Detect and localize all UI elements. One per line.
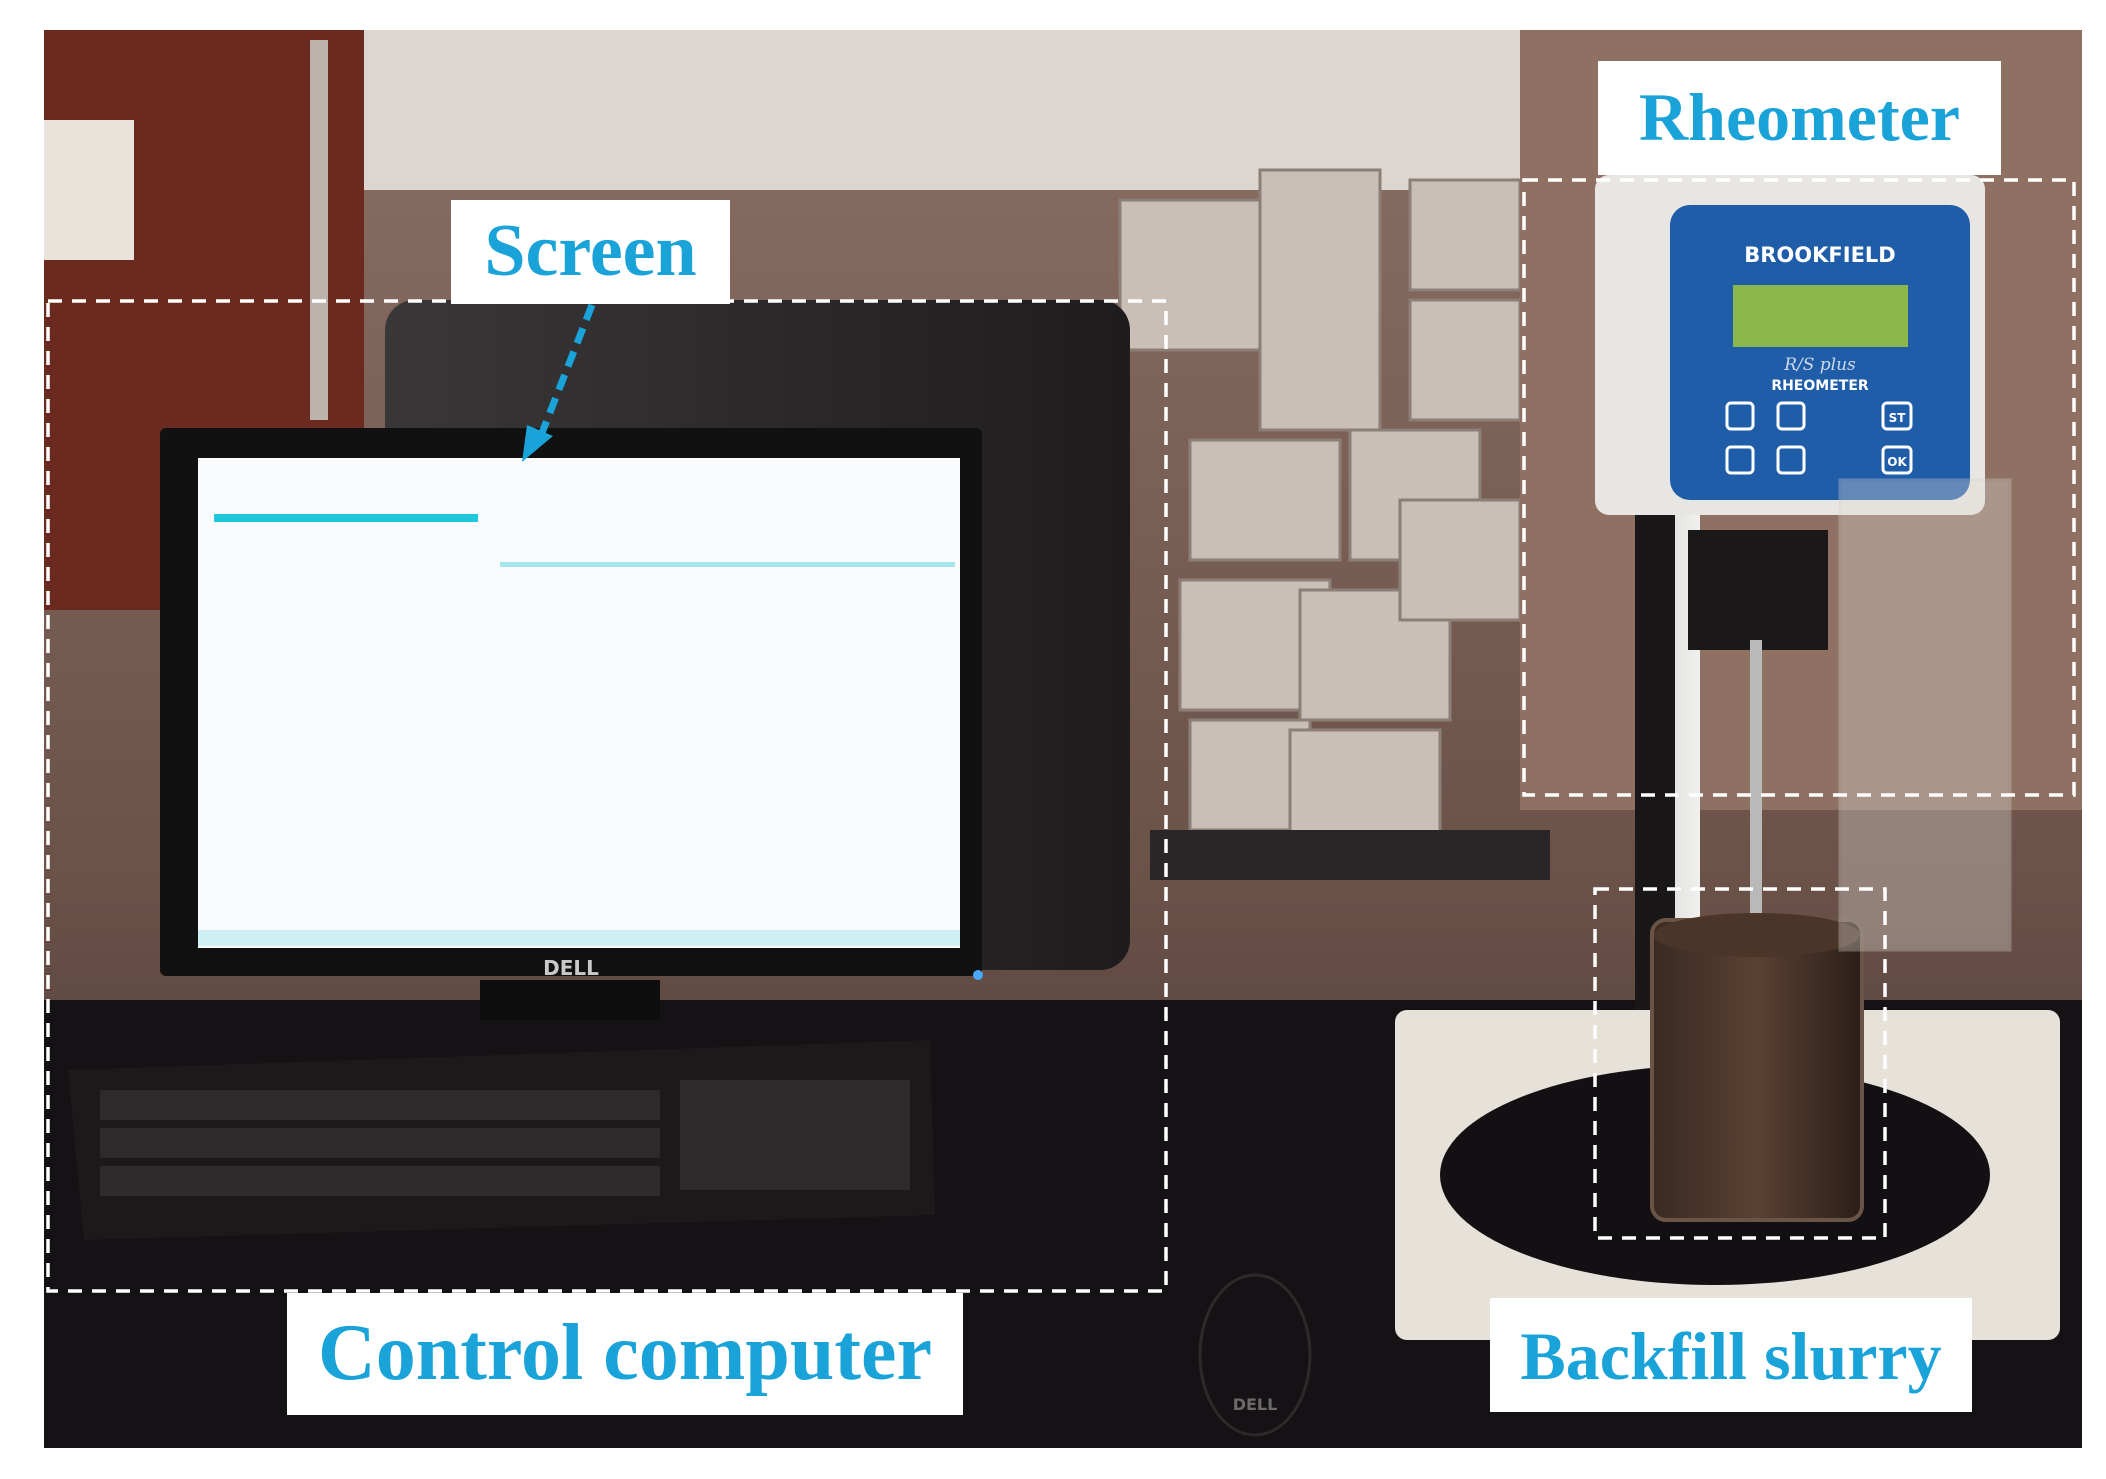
backfill-slurry-box (1593, 887, 1887, 1240)
ok-button-label: OK (1887, 455, 1907, 469)
control-computer: DELL DELL (68, 300, 1312, 1437)
monitor-brand: DELL (543, 956, 599, 980)
lcd-display (1733, 285, 1908, 347)
spindle-coupling (1688, 530, 1828, 650)
monitor-screen (198, 458, 960, 948)
control-computer-label: Control computer (287, 1293, 963, 1415)
panel-buttons (1725, 401, 1913, 475)
rheometer-label: Rheometer (1598, 61, 2001, 175)
control-panel (1670, 205, 1970, 500)
screen-arrow (522, 303, 596, 462)
rheometer-device: BROOKFIELD R/S plus RHEOMETER ST OK (1395, 175, 2060, 1340)
sample-blocks (1118, 168, 1522, 842)
rheometer-box (1522, 178, 2076, 797)
rheometer-name: RHEOMETER (1771, 378, 1869, 394)
backfill-slurry-label: Backfill slurry (1490, 1298, 1972, 1412)
mouse-brand: DELL (1233, 1395, 1278, 1414)
keyboard (68, 1040, 935, 1240)
beaker (1650, 918, 1864, 1222)
screen-label: Screen (451, 200, 730, 304)
measuring-cylinder (1838, 478, 2012, 952)
st-button-label: ST (1889, 411, 1907, 425)
mouse (1198, 1273, 1312, 1437)
spindle (1750, 640, 1762, 960)
rheometer-brand: BROOKFIELD (1744, 243, 1895, 267)
rheometer-model: R/S plus (1783, 355, 1856, 375)
